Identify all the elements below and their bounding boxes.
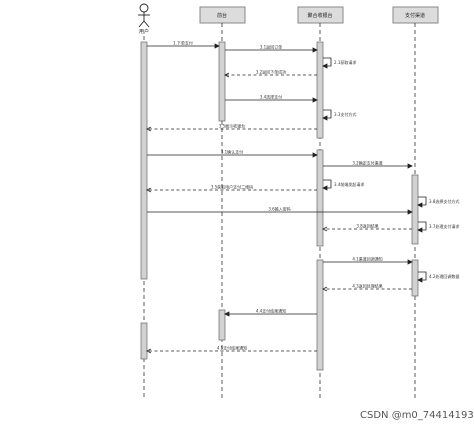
message-label: 3.4前端发起请求 — [334, 181, 364, 187]
message-label: 3.2确定支付渠道 — [352, 160, 382, 166]
activation-bar — [411, 174, 419, 245]
activation-bar — [411, 259, 419, 297]
arrowhead — [214, 43, 220, 49]
arrowhead — [312, 152, 318, 158]
activation-bar — [316, 149, 324, 247]
participant-label-aggregator: 聚合收银台 — [307, 12, 332, 19]
activation-bar — [140, 322, 148, 360]
participant-header-frontend: 前台 — [199, 6, 246, 24]
message-label: 4.2处理回调数据 — [429, 273, 459, 279]
message-label: 3.5获取用户支付二维码 — [211, 184, 253, 190]
message-label: 3.3支付方式 — [334, 111, 356, 117]
message-11: 3.5获取用户支付二维码 — [146, 184, 317, 193]
message-14: 3.7处理支付请求 — [417, 221, 459, 233]
message-label: 4.3返回处理结果 — [352, 283, 382, 289]
message-label: 3.8选择支付方式 — [429, 198, 459, 204]
arrowhead — [407, 259, 413, 265]
message-group: 1.下单支付 2.1获取请求 3.1返回订单 3.2返回下单成功 3.4选择支付 3.3支… — [146, 40, 459, 354]
arrowhead — [417, 227, 423, 233]
arrowhead — [417, 202, 423, 208]
message-13: 3.6输入密码 — [147, 206, 413, 215]
message-2: 2.1获取请求 — [322, 57, 356, 69]
participant-header-aggregator: 聚合收银台 — [297, 6, 344, 24]
arrowhead — [146, 126, 152, 132]
message-9: 3.2确定支付渠道 — [323, 160, 413, 169]
message-3: 3.1返回订单 — [225, 44, 318, 53]
arrowhead — [407, 209, 413, 215]
arrowhead — [322, 115, 328, 121]
user-actor-icon — [138, 3, 150, 28]
message-label: 1.下单支付 — [173, 40, 193, 46]
arrowhead — [146, 187, 152, 193]
message-10: 3.4前端发起请求 — [322, 179, 364, 191]
watermark: CSDN @m0_74414193 — [360, 410, 474, 421]
message-4: 3.2返回下单成功 — [224, 69, 317, 78]
message-19: 4.4支付结果通知 — [224, 308, 317, 317]
message-17: 4.2处理回调数据 — [417, 271, 459, 283]
arrowhead — [322, 226, 328, 232]
arrowhead — [417, 277, 423, 283]
participant-label-frontend: 前台 — [217, 12, 227, 19]
message-label: 4.1渠道回调通知 — [352, 256, 382, 262]
arrowhead — [322, 63, 328, 69]
participant-label-user: 用户 — [139, 28, 149, 35]
activation-bar — [218, 41, 226, 122]
message-label: 3.7处理支付请求 — [429, 223, 459, 229]
message-label: 4.4支付结果通知 — [256, 308, 286, 314]
participant-header-channel: 支付渠道 — [392, 6, 439, 24]
message-7: 3.5展示收银台 — [146, 123, 317, 132]
message-6: 3.3支付方式 — [322, 109, 356, 121]
message-label: 2.1获取请求 — [334, 59, 356, 65]
message-label: 3.6输入密码 — [268, 206, 290, 212]
arrowhead — [322, 286, 328, 292]
message-16: 4.1渠道回调通知 — [323, 256, 413, 265]
message-1: 1.下单支付 — [147, 40, 220, 49]
arrowhead — [322, 185, 328, 191]
arrowhead — [146, 348, 152, 354]
activation-bar — [316, 259, 324, 371]
message-8: 3.1确认支付 — [147, 149, 318, 158]
arrowhead — [224, 72, 230, 78]
message-20: 4.5支付结果通知 — [146, 345, 317, 354]
message-5: 3.4选择支付 — [225, 94, 318, 103]
participant-label-channel: 支付渠道 — [405, 12, 425, 19]
activation-bar — [316, 41, 324, 139]
activation-bar — [218, 309, 226, 341]
arrowhead — [312, 47, 318, 53]
message-label: 3.1确认支付 — [221, 149, 243, 155]
message-15: 3.8返回结果 — [322, 223, 412, 232]
message-label: 3.5展示收银台 — [219, 123, 245, 129]
message-12: 3.8选择支付方式 — [417, 196, 459, 208]
activation-bar — [140, 41, 148, 280]
arrowhead — [224, 311, 230, 317]
arrowhead — [407, 163, 413, 169]
message-label: 3.1返回订单 — [260, 44, 282, 50]
message-18: 4.3返回处理结果 — [322, 283, 412, 292]
arrowhead — [312, 97, 318, 103]
message-label: 3.2返回下单成功 — [256, 69, 286, 75]
message-label: 4.5支付结果通知 — [217, 345, 247, 351]
message-label: 3.8返回结果 — [356, 223, 378, 229]
message-label: 3.4选择支付 — [260, 94, 282, 100]
